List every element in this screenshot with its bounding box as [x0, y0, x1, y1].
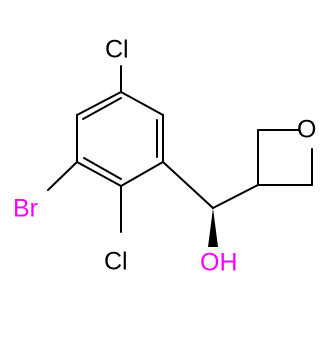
bonds	[47, 65, 313, 247]
aromatic-inner-bond-top-left	[82, 97, 122, 120]
ring-bond-c4-c5	[76, 161, 122, 187]
ring-bond-c6-c1	[76, 91, 122, 116]
ring-bond-c1-c2	[120, 91, 164, 116]
hydroxyl-label: OH	[200, 249, 238, 277]
chlorine-label-bottom: Cl	[104, 248, 128, 276]
bond-ring-to-carbinol-carbon	[162, 161, 214, 209]
atom-labels: Cl Br Cl O OH	[13, 36, 316, 277]
stereo-wedge-bond	[208, 208, 218, 247]
aromatic-inner-bond-bottom-left	[83, 157, 122, 180]
chlorine-label-top: Cl	[105, 36, 129, 64]
bond-carbinol-to-oxetane	[212, 184, 259, 209]
bond-to-bromine	[47, 161, 78, 191]
ring-bond-c3-c4	[120, 161, 164, 187]
bromine-label: Br	[13, 195, 38, 223]
oxetane-oxygen-label: O	[297, 116, 316, 144]
